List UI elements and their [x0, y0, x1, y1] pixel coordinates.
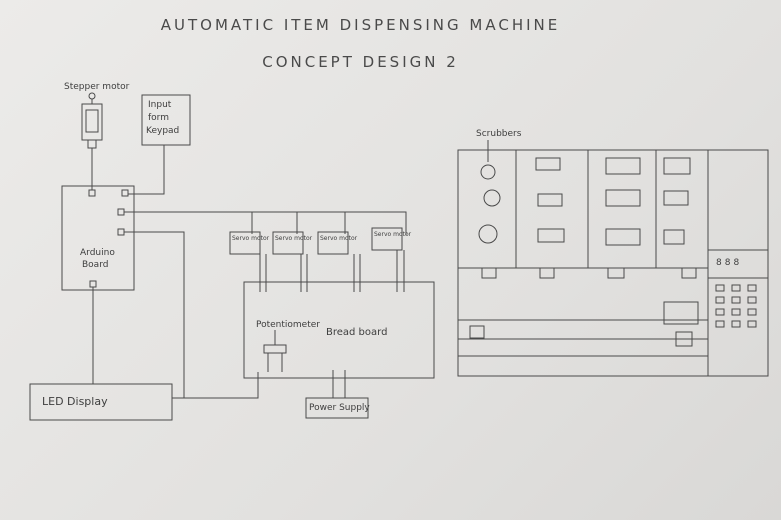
scrubbers-label: Scrubbers — [476, 129, 522, 139]
arduino-box — [61, 185, 135, 291]
keypad-label-2: form — [148, 113, 169, 123]
servo-label-1: Servo motor — [232, 235, 270, 242]
led-display-label: LED Display — [42, 395, 108, 408]
servo-label-4: Servo motor — [374, 231, 412, 238]
keypad-box — [141, 94, 191, 146]
power-supply-box — [305, 397, 369, 419]
keypad-label-3: Keypad — [146, 126, 180, 136]
digit-display: 888 — [716, 258, 743, 268]
diagram-subtitle: CONCEPT DESIGN 2 — [262, 53, 459, 71]
breadboard-box — [243, 281, 435, 379]
led-display-box — [29, 383, 173, 421]
servo-label-3: Servo motor — [320, 235, 358, 242]
stepper-motor-label: Stepper motor — [64, 82, 130, 92]
keypad-label-1: Input — [148, 100, 172, 110]
power-supply-label: Power Supply — [309, 403, 370, 413]
arduino-label-1: Arduino — [80, 248, 115, 258]
servo-label-2: Servo motor — [275, 235, 313, 242]
breadboard-label: Bread board — [326, 327, 388, 338]
machine-drawing — [457, 140, 769, 377]
potentiometer-label: Potentiometer — [256, 320, 320, 330]
arduino-label-2: Board — [82, 260, 109, 270]
stepper-motor-drawing — [81, 92, 103, 149]
diagram-title: AUTOMATIC ITEM DISPENSING MACHINE — [160, 16, 561, 34]
